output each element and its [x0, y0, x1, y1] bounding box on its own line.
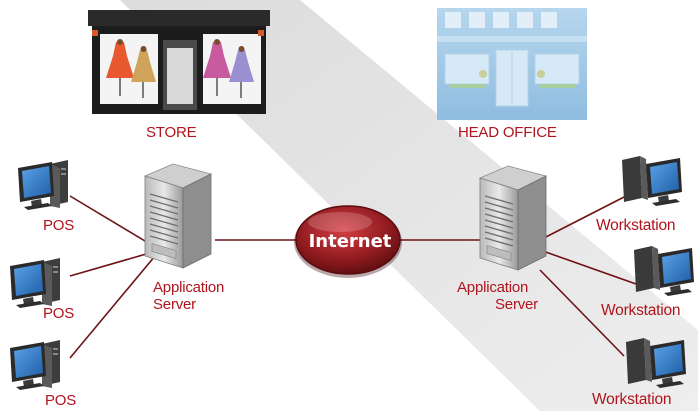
pos-computer-icon: [18, 160, 68, 210]
link-ws-3: [539, 269, 625, 357]
workstation-computer-icon: [634, 246, 694, 296]
right-server-label-line1: Application: [457, 279, 529, 296]
link-ws-2: [539, 249, 637, 285]
store-label: STORE: [146, 124, 197, 141]
pos-label: POS: [45, 392, 77, 409]
pos-label: POS: [43, 217, 75, 234]
workstation-label: Workstation: [601, 302, 681, 319]
link-ws-1: [539, 195, 627, 241]
left-server-label-line1: Application: [153, 279, 225, 296]
head-office-illustration: [437, 8, 587, 120]
left-server-label-line2: Server: [153, 296, 196, 313]
right-server-label-line2: Server: [495, 296, 538, 313]
link-pos-3: [69, 249, 161, 359]
pos-label: POS: [43, 305, 75, 322]
workstation-label: Workstation: [592, 391, 672, 408]
store-illustration: [88, 10, 270, 114]
pos-computer-icon: [10, 258, 60, 308]
internet-label: Internet: [309, 231, 392, 252]
internet-node: Internet: [294, 205, 402, 278]
workstation-computer-icon: [622, 156, 682, 206]
left-application-server-icon: [144, 163, 212, 269]
workstation-label: Workstation: [596, 217, 676, 234]
pos-computer-icon: [10, 340, 60, 390]
right-application-server-icon: [479, 165, 547, 271]
head-office-label: HEAD OFFICE: [458, 124, 557, 141]
